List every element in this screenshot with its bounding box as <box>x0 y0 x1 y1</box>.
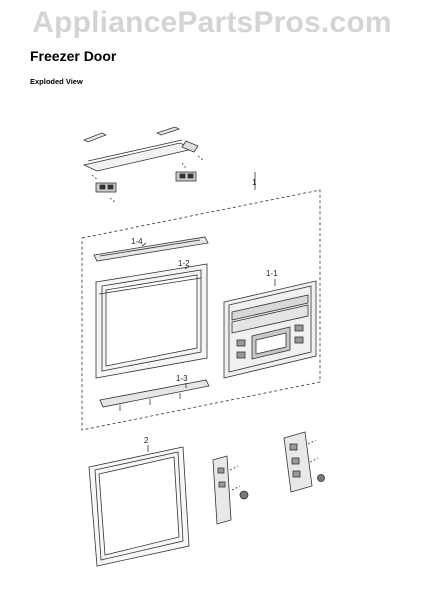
callout-2: 2 <box>144 436 149 445</box>
callout-1-1: 1-1 <box>266 269 278 278</box>
door-gasket-2 <box>88 446 190 567</box>
handle-bracket-left <box>95 182 117 193</box>
screw-icons <box>91 155 205 204</box>
handle-cap-right <box>155 126 181 136</box>
handle-cap-left <box>83 132 107 143</box>
page-title: Freezer Door <box>30 48 117 64</box>
inner-panel-1-1 <box>223 280 317 379</box>
assembly-boundary <box>81 189 321 431</box>
view-label: Exploded View <box>30 77 83 86</box>
door-liner-1-2 <box>95 263 208 379</box>
handle-bracket-right <box>175 171 197 182</box>
hinge-bracket-left <box>212 455 249 525</box>
handle-bar <box>82 139 199 172</box>
top-trim-1-4 <box>93 236 209 262</box>
callout-1-2: 1-2 <box>178 259 190 268</box>
bottom-trim-1-3 <box>99 379 210 411</box>
leader-1-2 <box>184 265 190 270</box>
callout-1-3: 1-3 <box>176 374 188 383</box>
watermark-logo: AppliancePartsPros.com <box>32 6 392 39</box>
callout-1: 1 <box>252 178 257 187</box>
hinge-bracket-right <box>283 431 325 493</box>
leader-1-4 <box>141 242 147 247</box>
callout-1-4: 1-4 <box>131 237 143 246</box>
